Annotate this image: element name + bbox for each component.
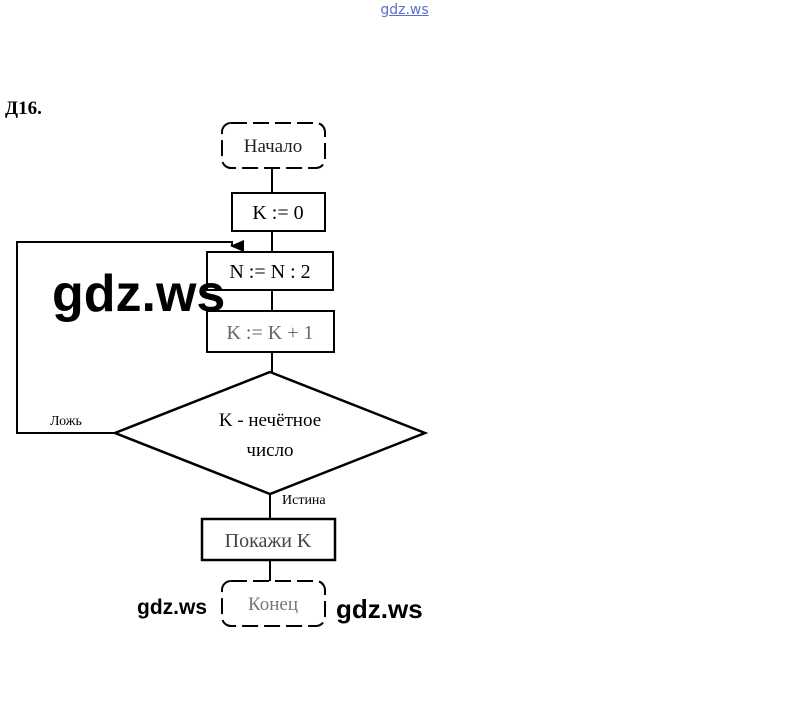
task-label: Д16. bbox=[5, 98, 42, 119]
start-label: Начало bbox=[244, 136, 303, 157]
increment-label: K := K + 1 bbox=[226, 322, 313, 344]
loop-back-arrow bbox=[16, 240, 244, 434]
watermark-top-link[interactable]: gdz.ws bbox=[380, 2, 429, 18]
true-label: Истина bbox=[282, 493, 326, 508]
watermark-large: gdz.ws bbox=[52, 265, 225, 323]
init-label: K := 0 bbox=[252, 202, 303, 224]
false-label: Ложь bbox=[50, 414, 82, 429]
divide-block: N := N : 2 bbox=[206, 251, 334, 291]
increment-block: K := K + 1 bbox=[206, 310, 335, 353]
watermark-bottom-right: gdz.ws bbox=[336, 594, 423, 624]
connectors bbox=[16, 168, 273, 581]
start-terminal: Начало bbox=[221, 122, 326, 169]
condition-line2: число bbox=[246, 440, 293, 461]
output-label: Покажи K bbox=[225, 530, 312, 552]
divide-label: N := N : 2 bbox=[229, 261, 310, 283]
output-block: Покажи K bbox=[200, 517, 337, 562]
end-label: Конец bbox=[248, 594, 298, 615]
init-block: K := 0 bbox=[231, 192, 326, 232]
end-terminal: Конец bbox=[221, 580, 326, 627]
condition-diamond: K - нечётное число bbox=[111, 370, 429, 496]
watermark-bottom-left: gdz.ws bbox=[137, 596, 207, 619]
condition-line1: K - нечётное bbox=[219, 410, 321, 431]
